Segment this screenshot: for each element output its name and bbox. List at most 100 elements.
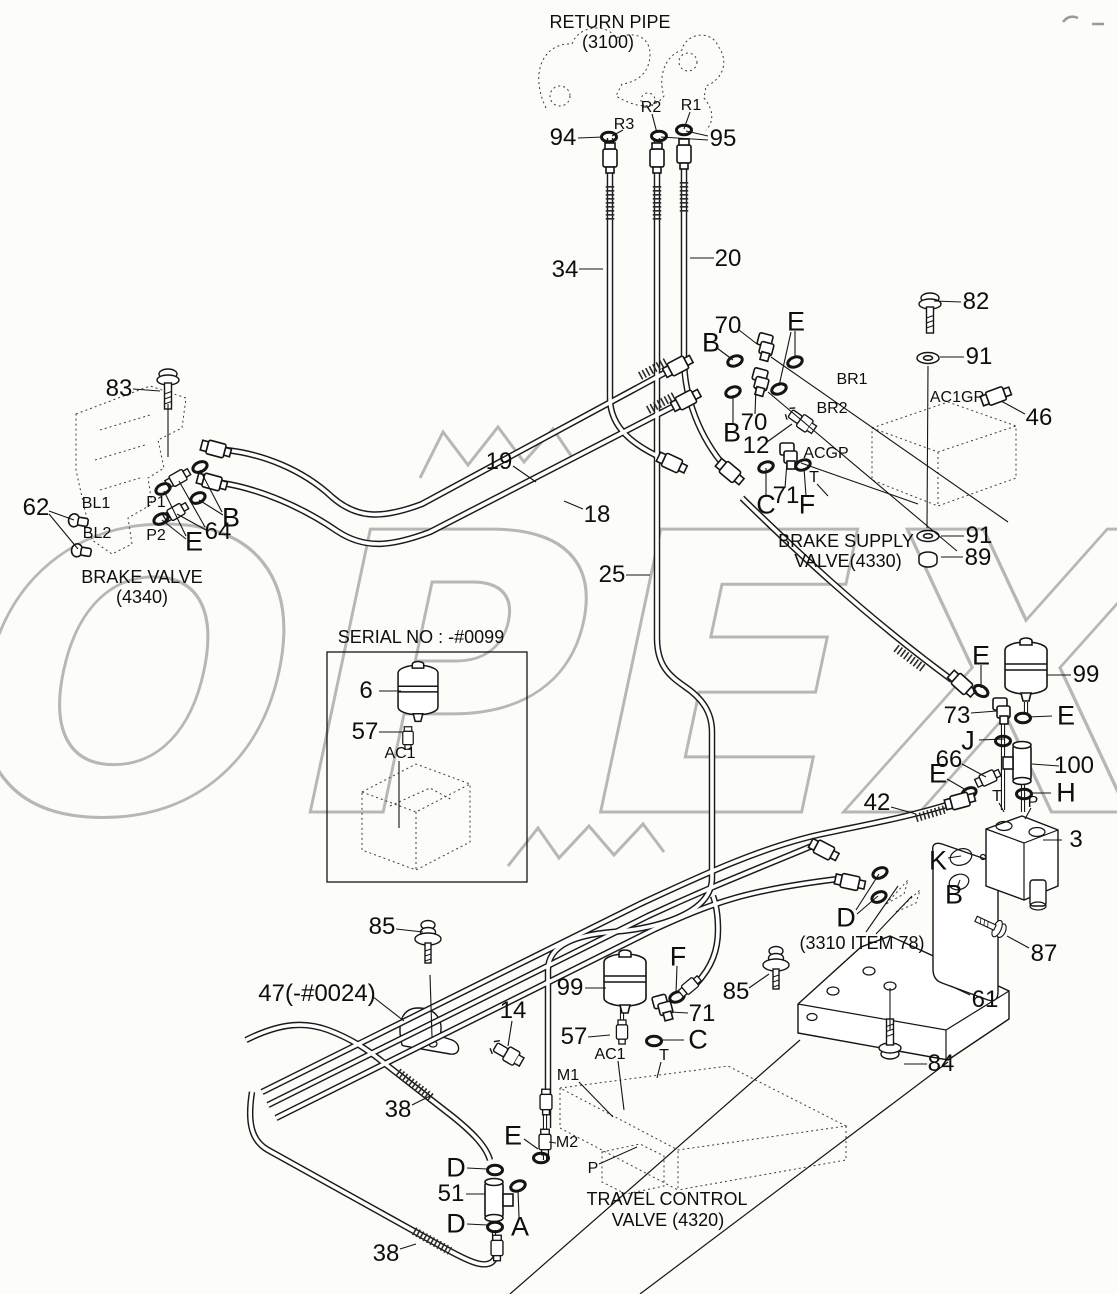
leader-line — [1024, 807, 1032, 820]
fitting-57b — [615, 1019, 629, 1045]
bracket-edge-line-2 — [639, 1061, 949, 1294]
leader-line — [767, 391, 958, 552]
leader-line — [978, 738, 1005, 741]
structure-layer — [326, 651, 1059, 1294]
bracket-hole-2 — [826, 986, 840, 996]
oring-e1-1 — [784, 353, 806, 371]
leader-line — [816, 483, 829, 497]
block-port-P — [1028, 826, 1046, 838]
leader-line — [716, 347, 734, 361]
manifold-block-3-edges — [985, 828, 1059, 900]
tee-51 — [484, 1177, 514, 1223]
elbow-70a — [752, 331, 778, 363]
leader-line — [176, 513, 207, 531]
leader-line — [617, 1060, 625, 1111]
hose-20-top-fitting — [676, 138, 692, 170]
pipe-38b — [246, 1091, 502, 1268]
leader-line — [577, 136, 604, 139]
leader-line — [675, 965, 678, 994]
leader-line — [770, 356, 1009, 523]
leader-line — [926, 365, 929, 529]
leader-line — [970, 710, 998, 714]
leader-line — [1027, 715, 1053, 718]
return-pipe-ghost — [538, 27, 725, 131]
braid-pipe-38a — [395, 1068, 435, 1102]
leader-line — [738, 329, 758, 345]
port-plate-hole-K — [949, 848, 973, 866]
bolt-85a — [414, 919, 442, 964]
leader-line — [517, 1189, 520, 1218]
bracket-edge-line-1 — [509, 1039, 801, 1294]
leader-line — [411, 1095, 431, 1106]
pipe-25-top-fitting — [649, 142, 665, 174]
accumulator-99b — [603, 949, 647, 1014]
leader-line — [856, 895, 879, 915]
return-pipe-ghost-boss-2 — [678, 52, 698, 72]
leader-line — [466, 1223, 488, 1226]
leader-line — [548, 1141, 557, 1144]
leader-line — [198, 499, 224, 516]
oring-95-r1 — [675, 123, 693, 137]
corner-mark — [1062, 15, 1104, 26]
leader-line — [507, 1020, 513, 1047]
hose-71b-fitting — [676, 973, 704, 999]
watermark-text: OPEX — [0, 452, 1117, 904]
oring-d2 — [486, 1163, 504, 1177]
leader-line — [563, 500, 584, 510]
leader-line — [933, 300, 962, 303]
brake-valve-ghost — [75, 385, 187, 555]
leader-line — [998, 802, 1005, 813]
leader-line — [48, 510, 75, 521]
oring-d3 — [486, 1220, 504, 1234]
leader-line — [748, 973, 770, 989]
block-lower-stub — [1029, 879, 1047, 907]
leader-line — [132, 388, 161, 392]
leader-line — [656, 1061, 662, 1079]
item-78-arrow-ghost-1 — [885, 879, 909, 905]
leader-line — [587, 1034, 611, 1038]
leader-line — [865, 885, 899, 933]
leader-line — [611, 129, 624, 137]
leader-line — [598, 1146, 638, 1165]
leader-line — [855, 873, 880, 911]
bracket-hole-4 — [806, 1012, 818, 1022]
leader-layer — [48, 111, 1071, 1250]
leader-line — [466, 1167, 488, 1170]
oring-95-r2 — [650, 129, 668, 143]
block-lower-stub-end — [1029, 901, 1047, 911]
leader-line — [890, 806, 917, 815]
leader-line — [1031, 763, 1060, 767]
leader-line — [178, 480, 206, 528]
hose-34-top-fitting — [602, 142, 618, 174]
leader-line — [1000, 400, 1026, 415]
braid-pipe-38b — [411, 1227, 453, 1255]
travel-control-valve-ghost — [558, 1065, 848, 1195]
bolt-83 — [156, 368, 180, 410]
serial-box-valve-ghost — [361, 763, 471, 871]
braid-hose-42 — [914, 804, 948, 823]
brake-supply-valve-ghost — [871, 401, 1017, 507]
leader-line — [685, 130, 709, 137]
oring-b1 — [724, 352, 746, 370]
bolt-82 — [918, 292, 942, 334]
mount-bracket-61-bend — [797, 990, 1010, 1060]
pipe-bundle-c — [274, 875, 839, 1121]
bracket-hole-1 — [862, 966, 876, 976]
hose-20 — [680, 138, 729, 471]
accumulator-6 — [397, 660, 439, 723]
braid-hose-18 — [645, 392, 677, 414]
leader-line — [961, 763, 987, 778]
leader-line — [512, 465, 537, 483]
leader-line — [778, 331, 792, 387]
watermark-gear-top — [418, 424, 576, 479]
leader-line — [800, 462, 919, 505]
leader-line — [950, 985, 971, 996]
accumulator-99a — [1004, 637, 1048, 702]
braid-hose-73 — [893, 644, 927, 673]
watermark-gear-bottom — [506, 821, 666, 867]
braid-hose-19 — [637, 358, 669, 380]
leader-line — [766, 423, 793, 443]
block-port-T — [995, 820, 1013, 832]
